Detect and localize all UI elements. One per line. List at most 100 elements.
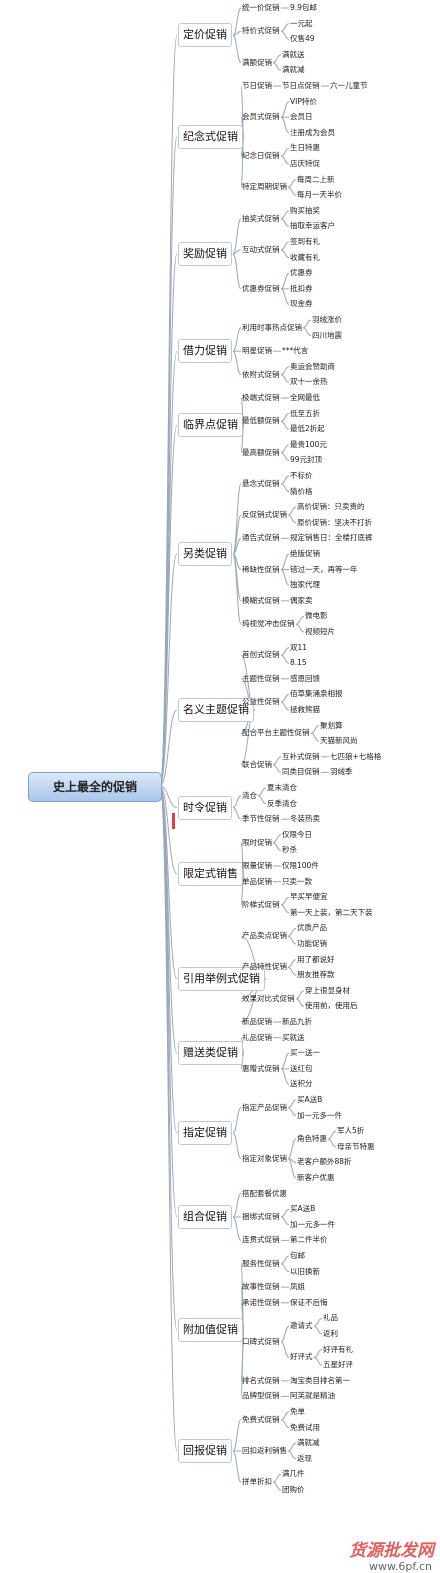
node-level-3[interactable]: 抵扣券	[290, 283, 313, 293]
node-level-3[interactable]: 感恩回馈	[290, 673, 320, 683]
node-level-3[interactable]: 免费试用	[290, 1422, 320, 1432]
node-level-3[interactable]: 冬装热卖	[290, 814, 320, 824]
node-level-3[interactable]: VIP特价	[290, 96, 317, 106]
node-level-4[interactable]: 羽绒季	[330, 767, 353, 777]
node-level-3[interactable]: 原价促销：坚决不打折	[297, 517, 372, 527]
node-level-2[interactable]: 单品促销	[242, 876, 272, 886]
node-level-3[interactable]: 双十一余热	[290, 377, 328, 387]
node-level-3[interactable]: 规定销售日：全楼打底裤	[290, 533, 373, 543]
node-level-2[interactable]: 会员式促销	[242, 112, 280, 122]
node-level-3[interactable]: 只卖一款	[282, 876, 312, 886]
node-level-3[interactable]: 仅限今日	[282, 829, 312, 839]
node-level-4[interactable]: 返利	[323, 1329, 338, 1338]
node-level-3[interactable]: 满就减	[282, 65, 305, 75]
node-level-2[interactable]: 新品促销	[242, 1017, 272, 1026]
node-level-3[interactable]: 8.15	[290, 658, 307, 668]
branch-node[interactable]: 附加值促销	[178, 1318, 243, 1343]
node-level-2[interactable]: 承诺性促销	[242, 1297, 280, 1307]
node-level-2[interactable]: 稀缺性促销	[242, 564, 280, 574]
node-level-3[interactable]: 买A送B	[290, 1204, 316, 1214]
node-level-2[interactable]: 模糊式促销	[242, 595, 280, 605]
node-level-2[interactable]: 公益性促销	[242, 697, 280, 707]
node-level-2[interactable]: 回扣返利销售	[242, 1446, 287, 1455]
node-level-2[interactable]: 优惠券促销	[242, 283, 280, 293]
node-level-2[interactable]: 效果对比式促销	[242, 993, 295, 1003]
node-level-3[interactable]: 现金券	[290, 299, 313, 309]
node-level-2[interactable]: 惠赠式促销	[242, 1063, 280, 1073]
node-level-2[interactable]: 纪念日促销	[242, 151, 280, 161]
node-level-2[interactable]: 主题性促销	[242, 673, 280, 683]
node-level-2[interactable]: 限时促销	[242, 837, 272, 847]
node-level-3[interactable]: 优惠券	[290, 268, 313, 278]
node-level-3[interactable]: 返现	[297, 1453, 312, 1463]
node-level-2[interactable]: 排名式促销	[242, 1375, 280, 1385]
node-level-2[interactable]: 通告式促销	[242, 533, 280, 543]
node-level-4[interactable]: 好评有礼	[323, 1344, 353, 1354]
node-level-2[interactable]: 产品特性促销	[242, 962, 287, 972]
node-level-2[interactable]: 配合平台主题性促销	[242, 728, 310, 738]
node-level-3[interactable]: 邀请式	[290, 1321, 313, 1331]
node-level-3[interactable]: 秒杀	[282, 845, 297, 855]
branch-node[interactable]: 名义主题促销	[178, 698, 254, 722]
node-level-3[interactable]: 会员日	[290, 112, 313, 122]
node-level-3[interactable]: 保证不后悔	[290, 1297, 328, 1307]
node-level-3[interactable]: 拯救熊猫	[290, 705, 320, 714]
node-level-2[interactable]: 品牌型促销	[242, 1391, 280, 1401]
node-level-2[interactable]: 捆绑式促销	[242, 1212, 280, 1221]
node-level-4[interactable]: 军人5折	[337, 1126, 365, 1136]
node-level-3[interactable]: 送红包	[290, 1063, 313, 1073]
node-level-3[interactable]: 双11	[290, 642, 308, 652]
branch-node[interactable]: 组合促销	[178, 1205, 232, 1229]
node-level-3[interactable]: 独家代理	[290, 580, 320, 590]
node-level-3[interactable]: 功能促销	[297, 939, 327, 948]
node-level-4[interactable]: 六一儿童节	[330, 81, 368, 90]
node-level-3[interactable]: 早买早便宜	[290, 892, 328, 902]
node-level-3[interactable]: 节日点促销	[282, 81, 320, 90]
node-level-3[interactable]: 绝版促销	[290, 549, 320, 558]
node-level-3[interactable]: 包邮	[290, 1251, 305, 1260]
node-level-3[interactable]: 同类目促销	[282, 767, 320, 777]
node-level-4[interactable]: 母亲节特惠	[337, 1141, 375, 1151]
node-level-3[interactable]: 仅售49	[290, 34, 315, 44]
node-level-3[interactable]: 第一天上装，第二天下装	[290, 907, 373, 917]
node-level-3[interactable]: 视频短片	[305, 627, 335, 636]
node-level-2[interactable]: 清仓	[242, 790, 257, 800]
node-level-2[interactable]: 拼单折扣	[242, 1477, 272, 1487]
node-level-3[interactable]: 买就送	[282, 1032, 305, 1042]
branch-node[interactable]: 借力促销	[178, 339, 232, 364]
node-level-2[interactable]: 统一价促销	[242, 3, 280, 12]
node-level-3[interactable]: 奥运会赞助商	[290, 361, 335, 371]
node-level-2[interactable]: 纯视觉冲击促销	[242, 619, 295, 629]
branch-node[interactable]: 引用举例式促销	[178, 967, 265, 992]
node-level-3[interactable]: 签到有礼	[290, 237, 320, 246]
node-level-2[interactable]: 互动式促销	[242, 244, 280, 254]
node-level-3[interactable]: 阿芙就是精油	[290, 1391, 335, 1401]
node-level-2[interactable]: 联合促销	[242, 759, 272, 769]
branch-node[interactable]: 限定式销售	[178, 861, 243, 886]
node-level-3[interactable]: 买A送B	[297, 1095, 323, 1104]
node-level-2[interactable]: 产品卖点促销	[242, 931, 287, 941]
node-level-3[interactable]: 好评式	[290, 1352, 313, 1362]
node-level-3[interactable]: 免单	[290, 1407, 305, 1416]
node-level-2[interactable]: 限量促销	[242, 861, 272, 870]
node-level-3[interactable]: 买一送一	[290, 1048, 320, 1058]
node-level-2[interactable]: 服务性促销	[242, 1258, 280, 1268]
node-level-2[interactable]: 极端式促销	[242, 393, 280, 402]
node-level-2[interactable]: 满额促销	[242, 57, 272, 67]
branch-node[interactable]: 纪念式促销	[178, 124, 243, 149]
node-level-3[interactable]: 团购价	[282, 1485, 305, 1494]
node-level-2[interactable]: 阶梯式促销	[242, 900, 280, 909]
node-level-3[interactable]: 微电影	[305, 611, 328, 621]
node-level-4[interactable]: 七匹狼+七格格	[330, 751, 382, 761]
node-level-3[interactable]: 互补式促销	[282, 751, 320, 761]
branch-node[interactable]: 赠送类促销	[178, 1041, 243, 1066]
node-level-2[interactable]: 反促销式促销	[242, 510, 287, 519]
node-level-3[interactable]: 99元封顶	[290, 455, 323, 465]
node-level-3[interactable]: 抽取幸运客户	[290, 221, 335, 231]
node-level-3[interactable]: 全网最低	[290, 393, 320, 402]
node-level-3[interactable]: 四川地震	[312, 330, 342, 340]
branch-node[interactable]: 临界点促销	[178, 413, 243, 438]
node-level-3[interactable]: 淘宝类目排名第一	[290, 1375, 350, 1385]
node-level-3[interactable]: 9.9包邮	[290, 3, 317, 12]
node-level-3[interactable]: 每周二上新	[297, 174, 335, 184]
